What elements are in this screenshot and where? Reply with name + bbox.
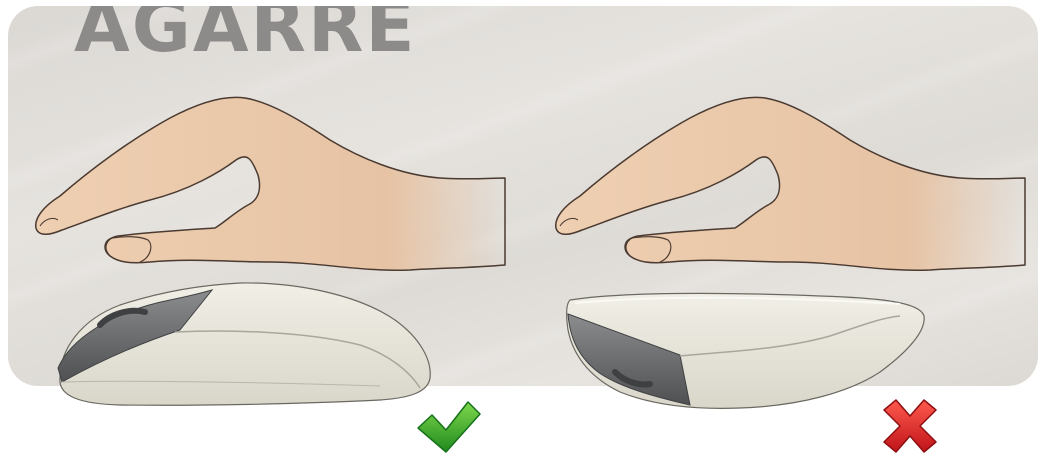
hand-incorrect-grip [556,97,1025,270]
mouse-incorrect [567,293,924,408]
green-checkmark-icon [418,402,480,452]
red-cross-icon [884,400,936,452]
hand-correct-grip [36,97,505,270]
mouse-correct [58,283,430,405]
